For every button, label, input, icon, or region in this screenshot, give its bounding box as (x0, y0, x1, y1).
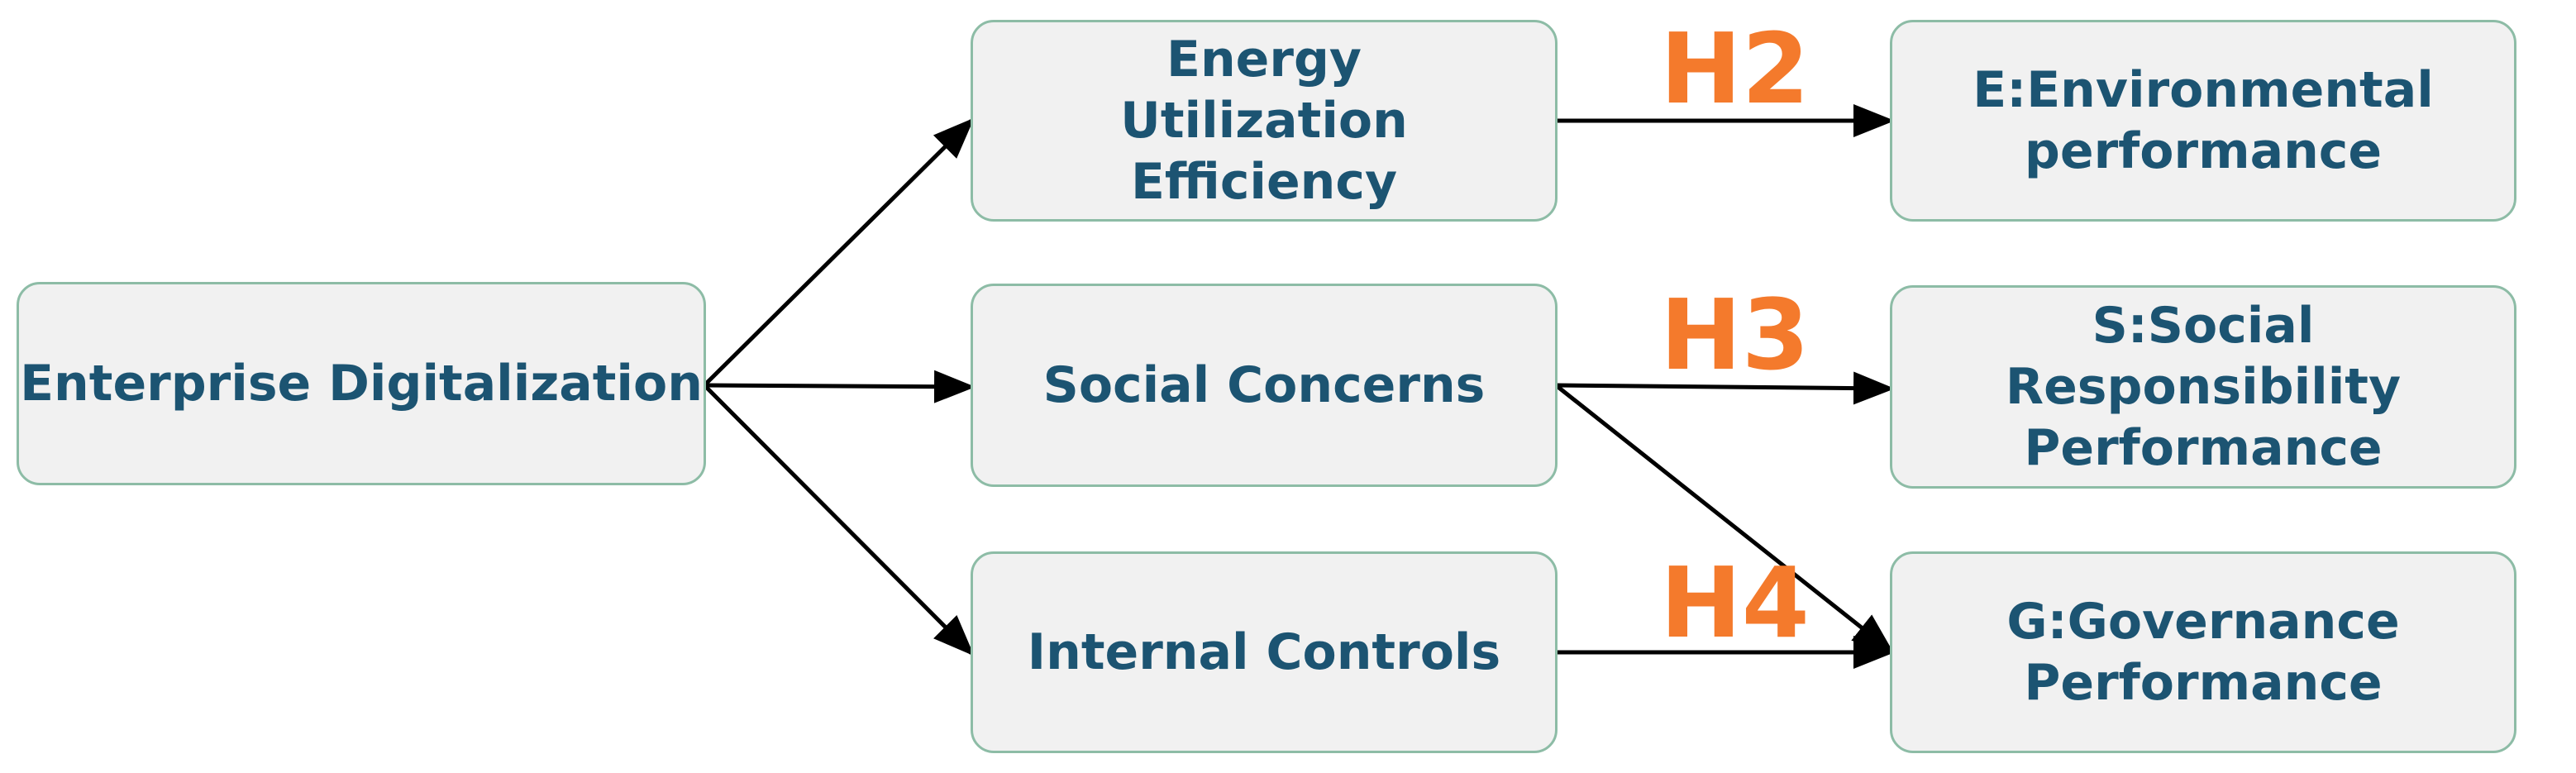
hypothesis-label-h3: H3 (1660, 278, 1810, 392)
node-energy-utilization-efficiency: Energy Utilization Efficiency (971, 20, 1558, 222)
node-label: E:Environmental performance (1973, 61, 2434, 180)
node-governance-performance: G:Governance Performance (1890, 551, 2516, 753)
node-label: Enterprise Digitalization (20, 355, 703, 413)
node-label: Social Concerns (1042, 356, 1486, 414)
node-social-concerns: Social Concerns (971, 284, 1558, 487)
node-label: Energy Utilization Efficiency (1120, 31, 1408, 211)
node-social-responsibility-performance: S:Social Responsibility Performance (1890, 285, 2516, 489)
arrow-digitalization-to-social-concerns (704, 370, 976, 403)
arrow-social-concerns-to-governance (1554, 384, 1894, 654)
arrow-digitalization-to-energy (703, 117, 975, 387)
node-label: Internal Controls (1027, 623, 1501, 681)
arrow-digitalization-to-internal-controls (703, 384, 975, 656)
arrow-social-concerns-to-social-responsibility (1555, 371, 1895, 405)
node-label: S:Social Responsibility Performance (2005, 297, 2402, 477)
node-label: G:Governance Performance (2006, 593, 2400, 712)
hypothesis-label-h4: H4 (1660, 546, 1810, 660)
node-enterprise-digitalization: Enterprise Digitalization (17, 282, 706, 485)
node-environmental-performance: E:Environmental performance (1890, 20, 2516, 222)
node-internal-controls: Internal Controls (971, 551, 1558, 753)
hypothesis-label-h2: H2 (1660, 12, 1810, 126)
